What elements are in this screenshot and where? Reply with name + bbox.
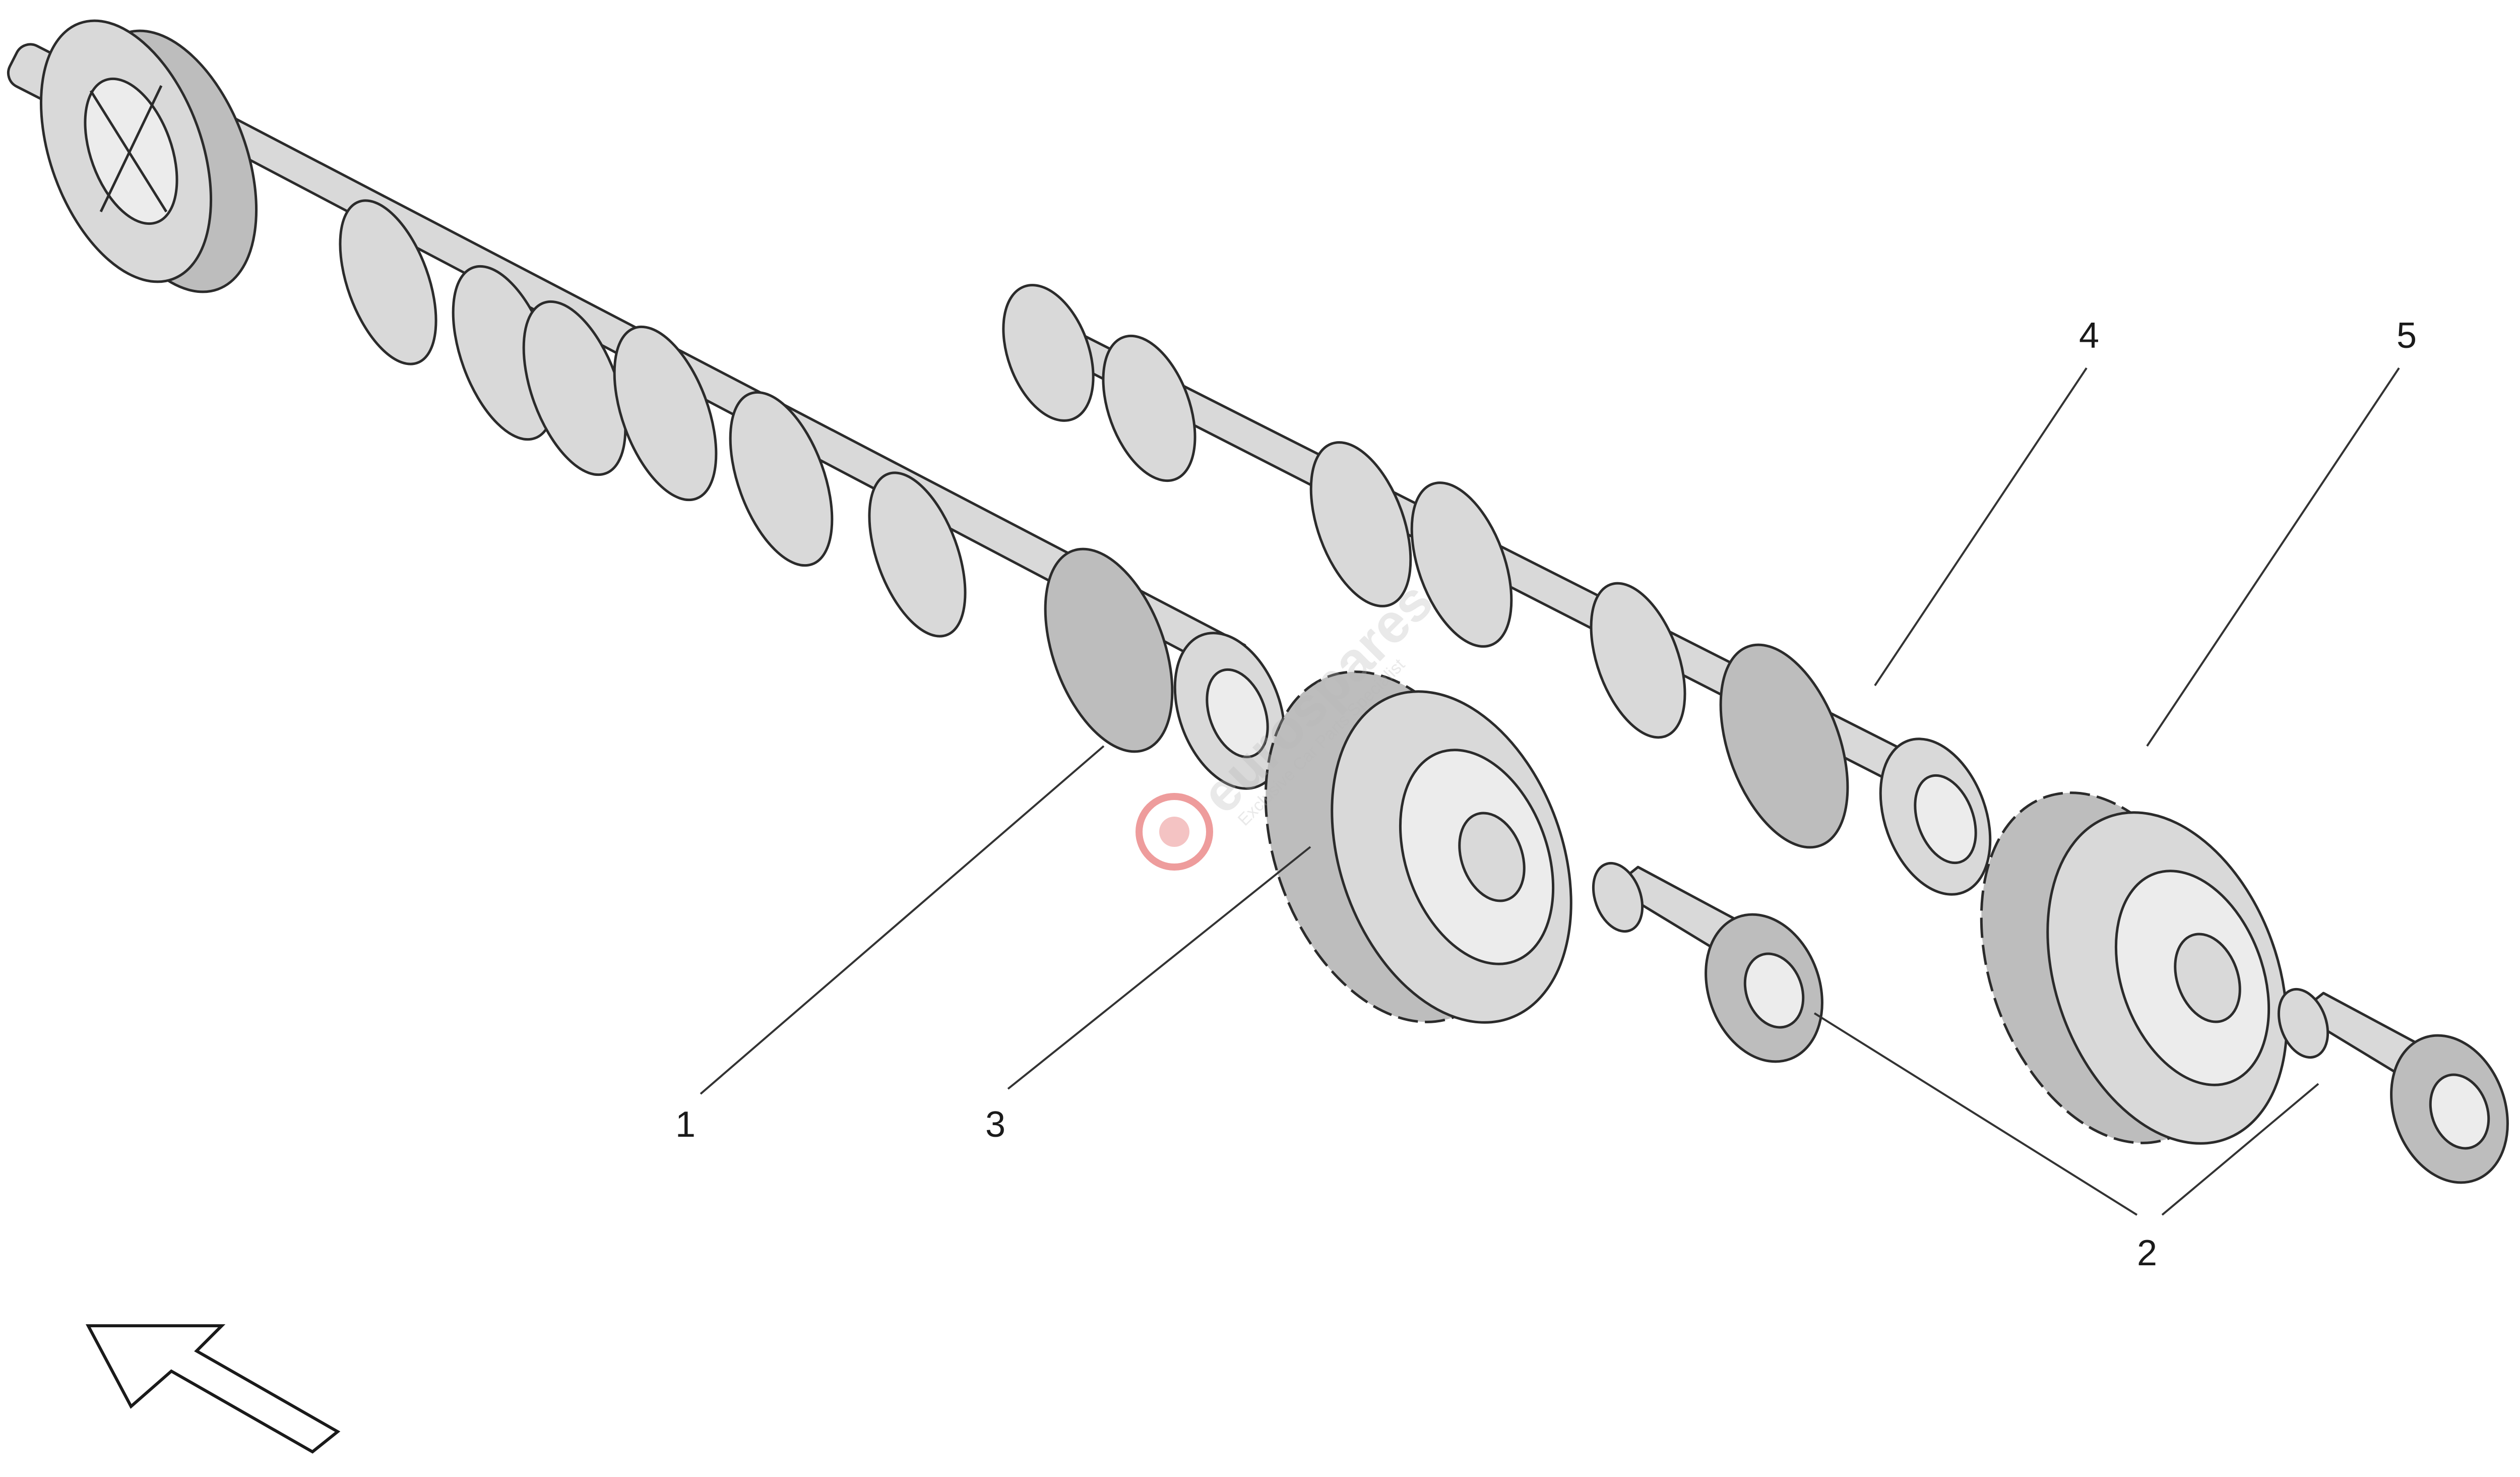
camshaft-1-lobes <box>339 199 967 638</box>
leader-line-1 <box>700 745 1105 1095</box>
callout-labels: 1 2 3 4 5 <box>675 316 2417 1273</box>
callout-label-2: 2 <box>2137 1233 2157 1273</box>
leader-line-4 <box>1874 367 2088 687</box>
bolt-2-b <box>2277 988 2509 1184</box>
cam-phaser-3 <box>1264 670 1572 1024</box>
camshaft-1-end <box>1044 547 1286 790</box>
gear-icon <box>1136 793 1213 871</box>
bolt-2-a <box>1592 861 1823 1063</box>
callout-label-5: 5 <box>2397 316 2417 356</box>
callout-label-4: 4 <box>2079 316 2099 356</box>
camshaft-1-pulley <box>39 19 258 293</box>
camshaft-4 <box>1002 284 1992 896</box>
callout-label-1: 1 <box>675 1104 696 1145</box>
leader-line-3 <box>1007 846 1311 1090</box>
leader-line-5 <box>2146 367 2400 747</box>
leader-lines <box>700 367 2400 1216</box>
cam-phaser-5 <box>1980 791 2288 1145</box>
leader-line-2a <box>1813 1012 2138 1216</box>
callout-label-3: 3 <box>985 1104 1005 1145</box>
hollow-arrow-up-left-icon <box>86 1324 341 1454</box>
leader-line-2b <box>2161 1083 2319 1216</box>
camshaft-1 <box>7 19 1286 790</box>
